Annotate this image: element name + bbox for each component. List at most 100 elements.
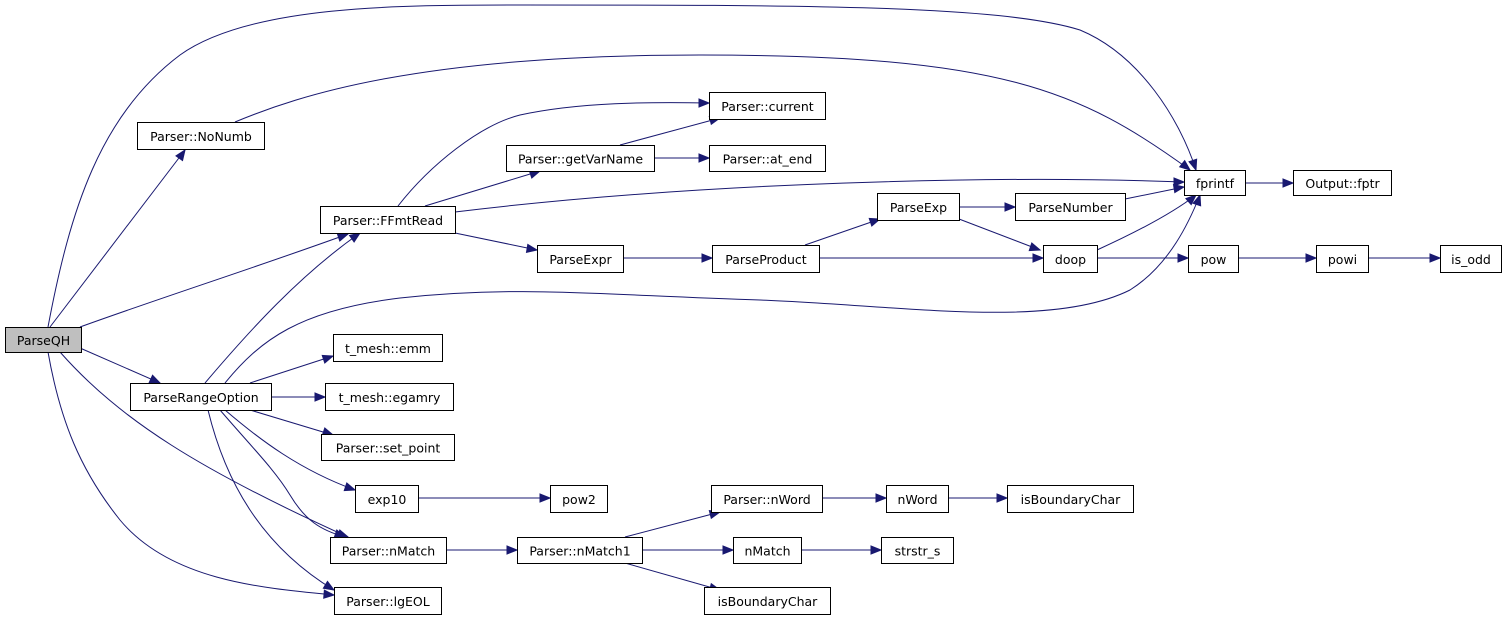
nodes-layer: ParseQHParser::NoNumbParser::FFmtReadPar… [5,92,1502,615]
node-box[interactable] [733,537,802,564]
node-box[interactable] [712,245,820,273]
edge-line [59,351,349,538]
node-pow[interactable]: pow [1188,245,1239,273]
node-label: Parser::FFmtRead [333,213,443,228]
arrowhead-icon [323,589,336,599]
node-box[interactable] [130,383,272,411]
node-box[interactable] [1184,170,1246,196]
edge-ffmtread-to-parseexpr [454,232,539,253]
node-lgeol[interactable]: Parser::lgEOL [334,587,442,615]
node-box[interactable] [1007,485,1134,513]
node-label: Parser::lgEOL [346,594,429,609]
edge-parserangeoption-to-exp10 [224,409,357,492]
node-nword[interactable]: nWord [886,485,949,513]
node-box[interactable] [321,434,455,461]
node-box[interactable] [330,537,447,564]
node-exp10[interactable]: exp10 [355,485,419,513]
node-nmatch_f[interactable]: nMatch [733,537,802,564]
node-doop[interactable]: doop [1043,245,1098,273]
node-box[interactable] [506,145,655,172]
node-box[interactable] [333,334,443,362]
node-parseproduct[interactable]: ParseProduct [712,245,820,273]
node-label: Parser::nMatch [342,544,435,559]
node-box[interactable] [1293,170,1392,196]
node-parseexp[interactable]: ParseExp [877,193,960,221]
node-box[interactable] [709,92,826,120]
arrowhead-icon [1173,177,1186,187]
node-label: ParseExpr [549,252,612,267]
node-strstr_s[interactable]: strstr_s [881,537,954,564]
edge-getvarname-to-current [619,115,722,146]
node-nonumb[interactable]: Parser::NoNumb [137,122,265,150]
arrowhead-icon [343,482,357,492]
node-box[interactable] [137,122,265,150]
node-parseexpr[interactable]: ParseExpr [537,245,624,273]
node-label: powi [1328,252,1357,267]
node-box[interactable] [704,587,831,615]
node-current[interactable]: Parser::current [709,92,826,120]
edge-line [804,218,881,246]
arrowhead-icon [698,98,711,108]
node-emm[interactable]: t_mesh::emm [333,334,443,362]
node-box[interactable] [709,145,826,172]
edge-parseexp-to-parsenumber [959,202,1017,212]
node-box[interactable] [877,193,960,221]
edge-parserangeoption-to-emm [249,354,335,384]
node-powi[interactable]: powi [1316,245,1369,273]
node-isboundary2[interactable]: isBoundaryChar [704,587,831,615]
node-label: Parser::nMatch1 [529,544,630,559]
node-nmatch1[interactable]: Parser::nMatch1 [517,537,643,564]
arrowhead-icon [1282,178,1295,188]
node-pow2[interactable]: pow2 [550,485,608,513]
node-box[interactable] [517,537,643,564]
node-parserangeoption[interactable]: ParseRangeOption [130,383,272,411]
node-parseqh[interactable]: ParseQH [5,327,82,353]
edge-line [397,102,710,207]
node-label: Parser::current [721,99,814,114]
node-set_point[interactable]: Parser::set_point [321,434,455,461]
node-box[interactable] [5,327,82,353]
node-box[interactable] [1188,245,1239,273]
node-box[interactable] [325,383,454,411]
node-box[interactable] [334,587,442,615]
edge-parserangeoption-to-fprintf [224,193,1202,384]
node-label: isBoundaryChar [1021,492,1121,507]
arrowhead-icon [314,392,327,402]
node-box[interactable] [550,485,608,513]
node-box[interactable] [355,485,419,513]
node-box[interactable] [886,485,949,513]
node-fptr[interactable]: Output::fptr [1293,170,1392,196]
node-box[interactable] [711,485,823,513]
edge-powi-to-is_odd [1368,253,1442,263]
node-box[interactable] [1316,245,1369,273]
node-box[interactable] [1440,245,1502,273]
arrowhead-icon [701,253,714,263]
node-box[interactable] [1015,193,1126,221]
arrowhead-icon [698,153,711,163]
edge-parseqh-to-fprintf [47,4,1198,328]
node-box[interactable] [881,537,954,564]
node-ffmtread[interactable]: Parser::FFmtRead [320,206,456,234]
node-getvarname[interactable]: Parser::getVarName [506,145,655,172]
edge-line [624,562,721,591]
edge-getvarname-to-at_end [654,153,711,163]
edge-line [219,409,346,538]
node-label: ParseQH [17,333,70,348]
edge-parserangeoption-to-egamry [271,392,327,402]
node-is_odd[interactable]: is_odd [1440,245,1502,273]
node-parsenumber[interactable]: ParseNumber [1015,193,1126,221]
edge-line [424,170,541,207]
node-isboundary1[interactable]: isBoundaryChar [1007,485,1134,513]
node-at_end[interactable]: Parser::at_end [709,145,826,172]
node-nword_p[interactable]: Parser::nWord [711,485,823,513]
node-fprintf[interactable]: fprintf [1184,170,1246,196]
edge-line [49,149,186,328]
node-box[interactable] [1043,245,1098,273]
edge-ffmtread-to-getvarname [424,169,542,207]
edge-parsenumber-to-fprintf [1124,184,1186,200]
node-egamry[interactable]: t_mesh::egamry [325,383,454,411]
edge-parseproduct-to-parseexp [804,217,882,246]
node-nmatch[interactable]: Parser::nMatch [330,537,447,564]
node-box[interactable] [320,206,456,234]
node-box[interactable] [537,245,624,273]
